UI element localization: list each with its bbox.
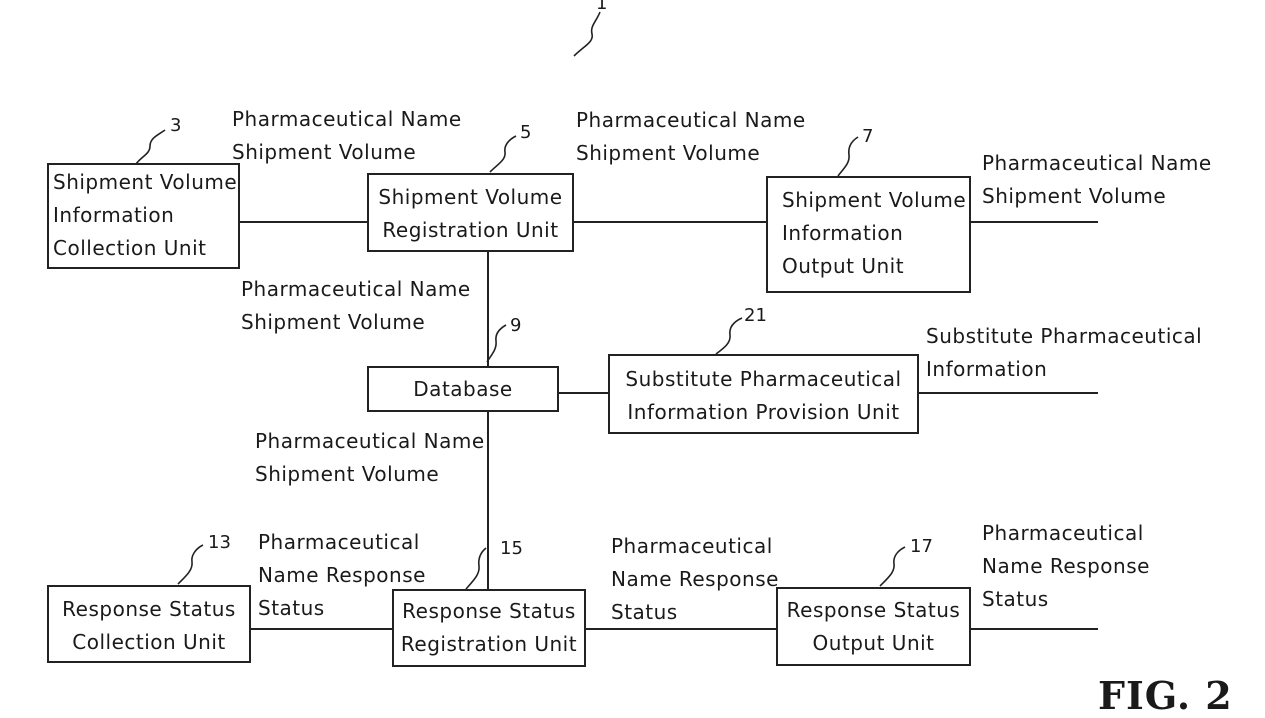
flow-label-substitute-out: Substitute Pharmaceutical Information [926, 320, 1202, 386]
flow-label-collection-to-registration: Pharmaceutical Name Shipment Volume [232, 103, 462, 169]
ref-response-output: 17 [910, 537, 933, 557]
ref-response-collection: 13 [208, 533, 231, 553]
flow-label-response-registration-to-output: Pharmaceutical Name Response Status [611, 530, 779, 629]
flow-label-output-out: Pharmaceutical Name Shipment Volume [982, 147, 1212, 213]
substitute-pharmaceutical-information-provision-unit: Substitute Pharmaceutical Information Pr… [608, 354, 919, 434]
shipment-volume-information-collection-unit: Shipment Volume Information Collection U… [47, 163, 240, 269]
leader-ref-3 [136, 130, 165, 164]
flow-label-response-output-out: Pharmaceutical Name Response Status [982, 517, 1150, 616]
ref-registration: 5 [520, 123, 531, 143]
ref-system: 1 [596, 0, 607, 14]
flow-label-registration-to-database: Pharmaceutical Name Shipment Volume [241, 273, 471, 339]
flow-label-response-collection-to-registration: Pharmaceutical Name Response Status [258, 526, 426, 625]
leader-ref-9 [487, 325, 506, 362]
response-status-collection-unit: Response Status Collection Unit [47, 585, 251, 663]
leader-ref-21 [716, 318, 742, 354]
database-unit: Database [367, 366, 559, 412]
shipment-volume-registration-unit: Shipment Volume Registration Unit [367, 173, 574, 252]
leader-ref-5 [490, 136, 516, 172]
leader-ref-17 [880, 547, 905, 586]
figure-title: FIG. 2 [1098, 676, 1233, 716]
leader-ref-13 [178, 545, 203, 584]
leader-ref-1 [574, 12, 600, 56]
flow-label-database-to-response: Pharmaceutical Name Shipment Volume [255, 425, 485, 491]
response-status-output-unit: Response Status Output Unit [776, 587, 971, 666]
leader-ref-7 [838, 137, 858, 176]
flow-label-registration-to-output: Pharmaceutical Name Shipment Volume [576, 104, 806, 170]
shipment-volume-information-output-unit: Shipment Volume Information Output Unit [766, 176, 971, 293]
ref-database: 9 [510, 316, 521, 336]
leader-ref-15 [466, 548, 486, 589]
ref-substitute: 21 [744, 306, 767, 326]
ref-output: 7 [862, 127, 873, 147]
ref-response-registration: 15 [500, 539, 523, 559]
ref-collection: 3 [170, 116, 181, 136]
